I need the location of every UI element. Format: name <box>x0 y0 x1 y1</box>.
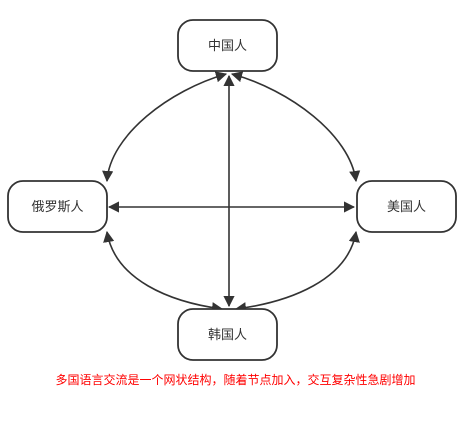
node-russia-label: 俄罗斯人 <box>31 200 83 215</box>
node-korea-label: 韩国人 <box>208 328 247 343</box>
node-russia <box>7 180 108 233</box>
edge-china-russia <box>102 71 228 183</box>
node-usa-label: 美国人 <box>387 200 426 215</box>
edge-russia-korea <box>103 230 224 314</box>
node-usa <box>356 180 457 233</box>
edge-usa-korea <box>234 230 360 314</box>
node-china-label: 中国人 <box>208 39 247 54</box>
node-china <box>177 19 278 72</box>
node-korea <box>177 308 278 361</box>
diagram-caption: 多国语言交流是一个网状结构，随着节点加入，交互复杂性急剧增加 <box>55 373 416 387</box>
edge-china-usa <box>230 71 361 183</box>
